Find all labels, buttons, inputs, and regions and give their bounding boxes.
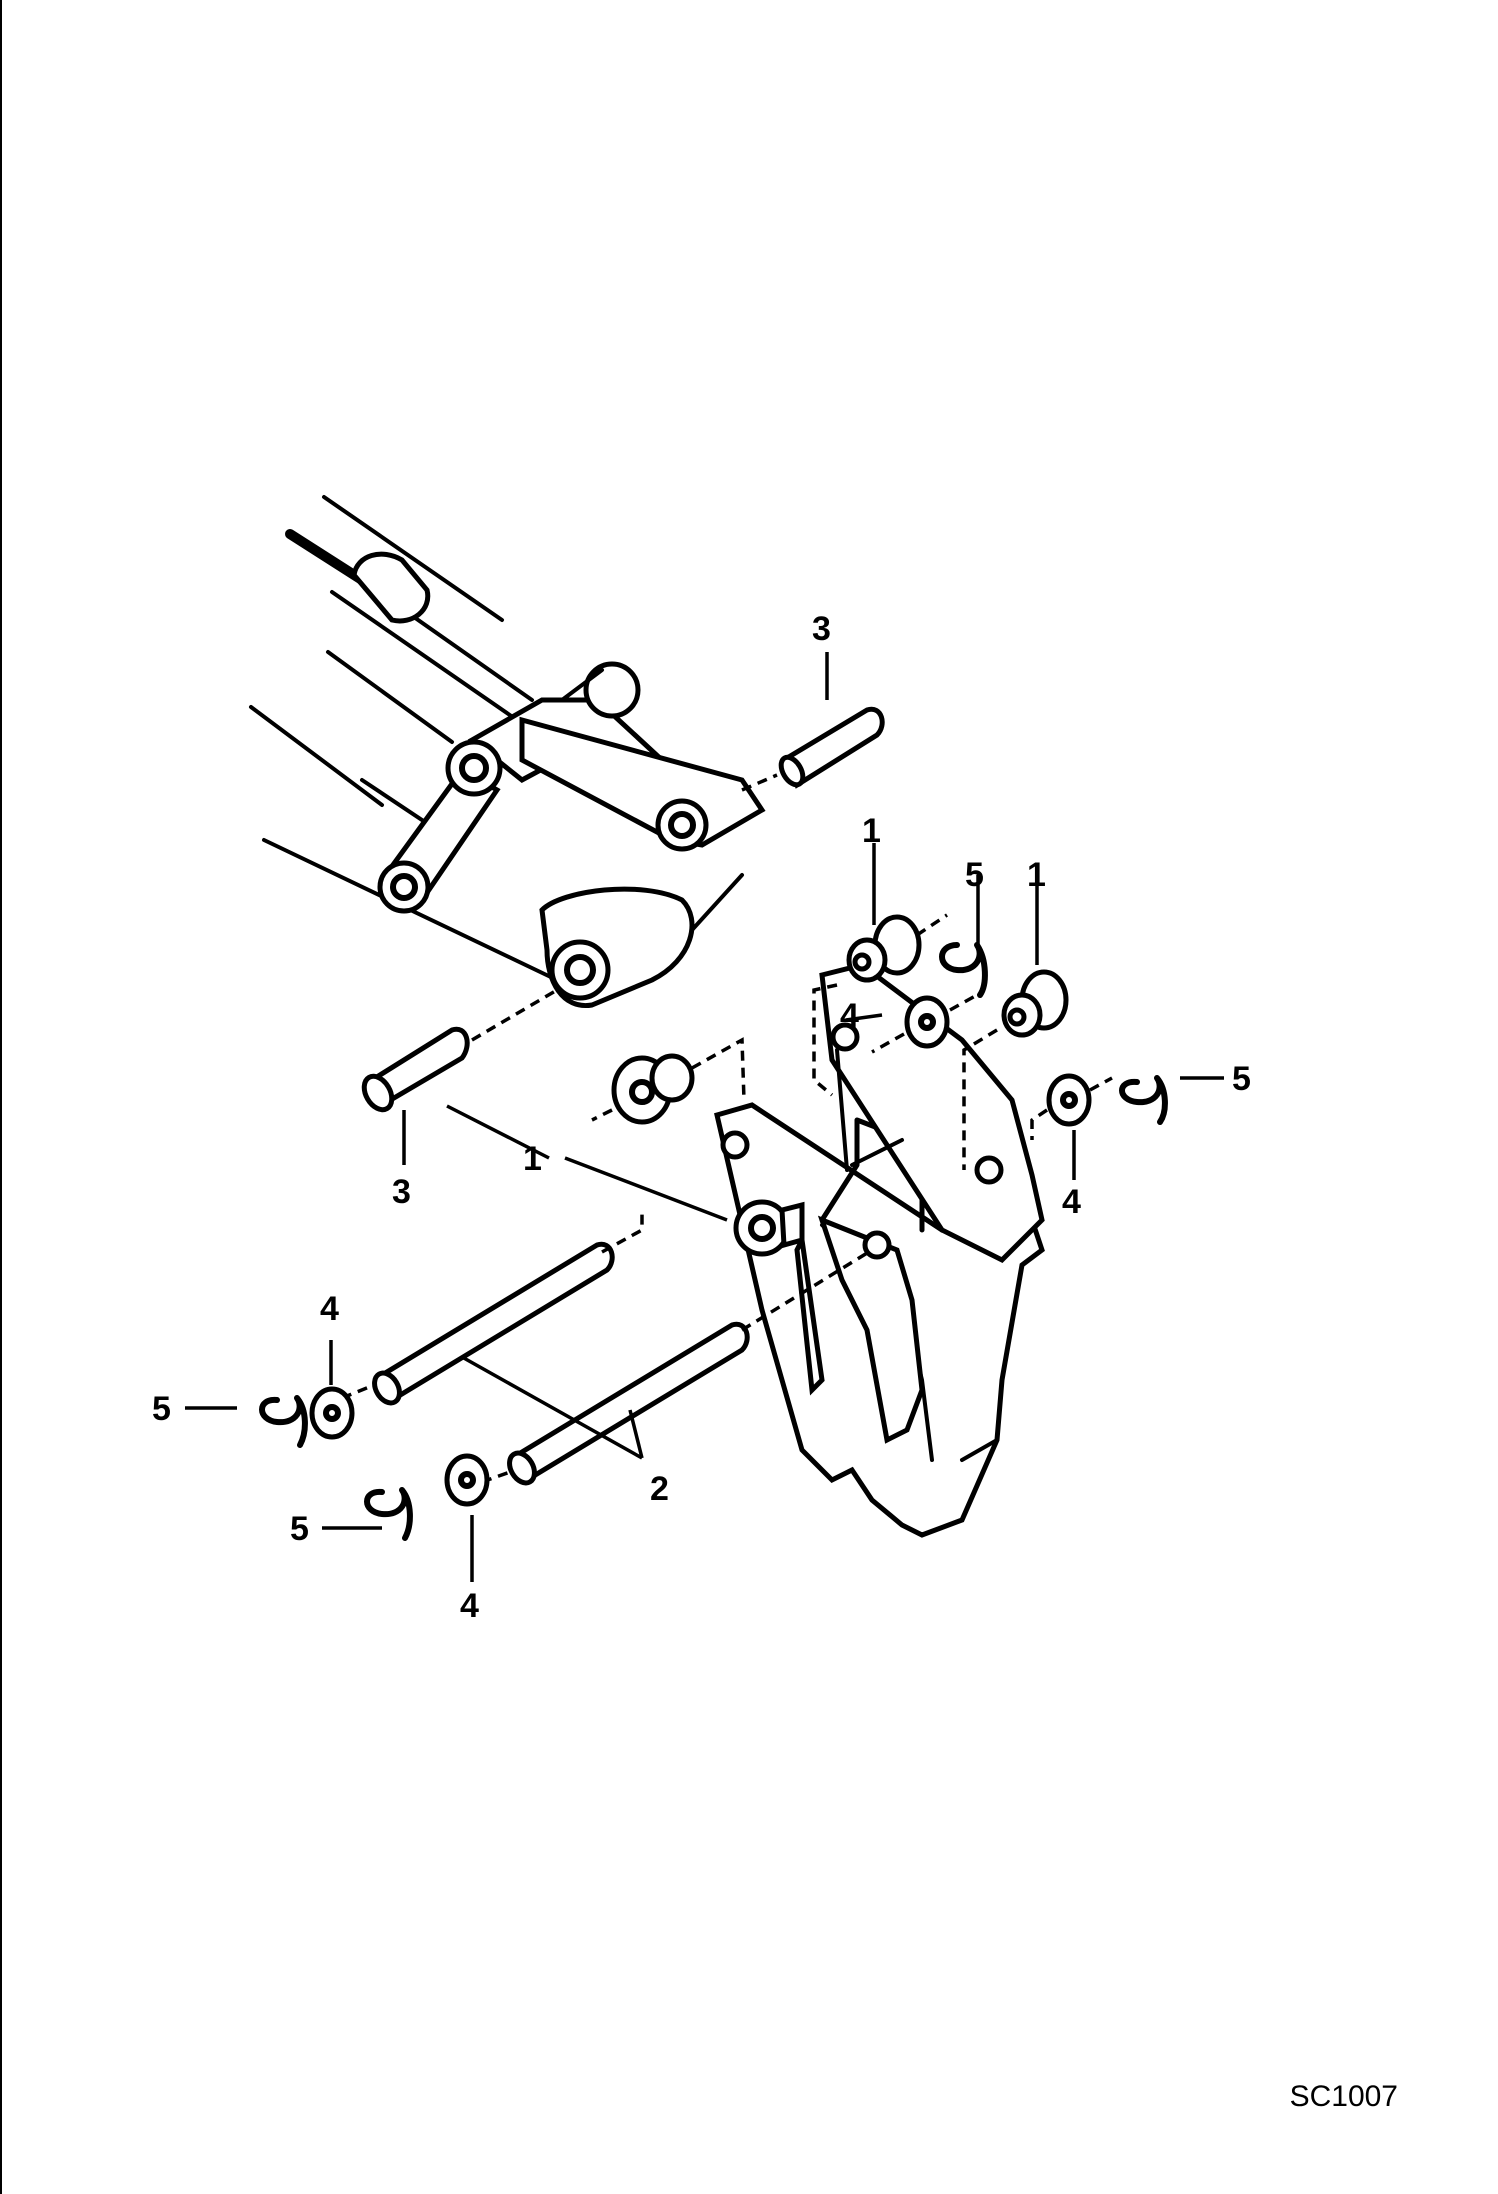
clip-5-left bbox=[259, 1395, 308, 1448]
pin-2-upper bbox=[341, 1210, 644, 1406]
bushing-1-right bbox=[962, 969, 1069, 1170]
callout-4-top: 4 bbox=[840, 997, 859, 1035]
leader-lines bbox=[185, 652, 1224, 1582]
callout-1-right: 1 bbox=[1027, 856, 1046, 894]
callout-5-right: 5 bbox=[1232, 1060, 1251, 1098]
callout-4-bottom: 4 bbox=[460, 1587, 479, 1625]
callout-3-top: 3 bbox=[812, 610, 831, 648]
washer-4-right bbox=[1030, 1073, 1113, 1140]
callout-3-bottom: 3 bbox=[392, 1173, 411, 1211]
callout-4-right: 4 bbox=[1062, 1183, 1081, 1221]
callout-5-bottom: 5 bbox=[290, 1510, 309, 1548]
pin-3-upper bbox=[741, 706, 885, 792]
bushing-1-left bbox=[591, 1037, 746, 1125]
bucket-bracket bbox=[714, 962, 1045, 1538]
pin-3-lower bbox=[361, 988, 558, 1113]
pin-2-lower bbox=[481, 1248, 873, 1486]
clip-5-top bbox=[939, 942, 988, 998]
clip-5-bottom bbox=[364, 1487, 413, 1541]
washer-4-top bbox=[871, 993, 978, 1054]
bushing-1-top bbox=[812, 913, 948, 1097]
washer-4-left bbox=[309, 1386, 355, 1440]
clip-5-right bbox=[1119, 1075, 1168, 1125]
callout-1-top: 1 bbox=[862, 812, 881, 850]
callout-labels: 3 1 5 1 4 5 1 3 4 4 5 2 5 4 bbox=[152, 610, 1251, 1625]
callout-1-left: 1 bbox=[523, 1140, 542, 1178]
washer-4-bottom bbox=[444, 1453, 490, 1507]
callout-2: 2 bbox=[650, 1470, 669, 1508]
drawing-code: SC1007 bbox=[1289, 2080, 1398, 2113]
callout-5-top: 5 bbox=[965, 856, 984, 894]
callout-5-left: 5 bbox=[152, 1390, 171, 1428]
callout-4-left: 4 bbox=[320, 1290, 339, 1328]
boom-arm-assembly bbox=[249, 495, 766, 1008]
